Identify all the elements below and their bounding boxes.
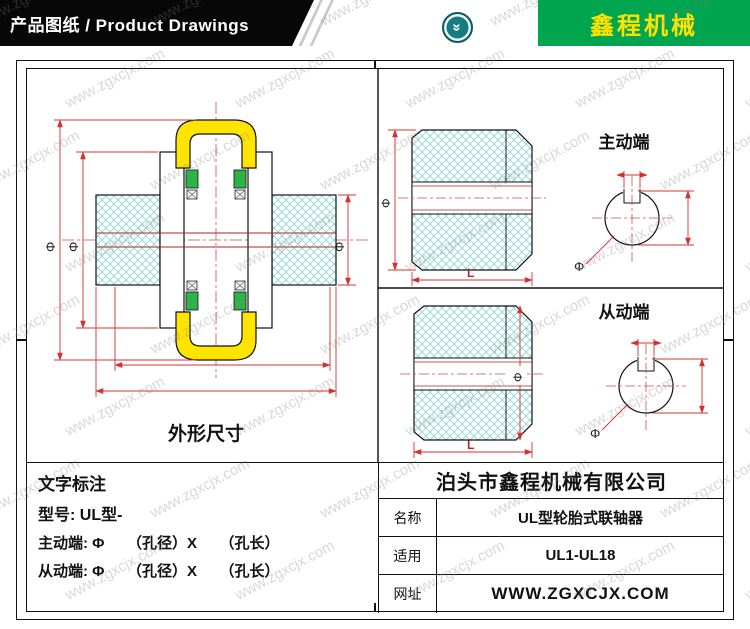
model-line: 型号: UL型- (38, 507, 123, 524)
banner-stripe (309, 0, 334, 46)
bolts (186, 189, 246, 291)
phi-label: Φ (43, 242, 58, 252)
notes-heading: 文字标注 (38, 475, 106, 494)
page-title: 产品图纸 / Product Drawings (10, 15, 250, 35)
title-block: 文字标注 型号: UL型- 主动端: Φ （孔径）X （孔长） 从动端: Φ （… (26, 462, 724, 613)
left-flange (159, 151, 185, 329)
row-label: 名称 (379, 499, 437, 536)
brand-block: 鑫程机械 (538, 0, 750, 46)
phi-label: Φ (574, 259, 584, 274)
shaft-dimensions (601, 339, 708, 431)
left-hub-section (95, 194, 161, 286)
watermark-text: www.zgxcjx.com (742, 373, 750, 440)
watermark-text: www.zgxcjx.com (742, 209, 750, 276)
phi-label: Φ (511, 372, 525, 382)
driven-end-view: 从动端 Φ L (400, 302, 708, 458)
chevron-down-icon: » (442, 12, 473, 43)
driving-dimensions (388, 129, 533, 286)
table-row: 适用 UL1-UL18 (379, 537, 724, 575)
website-url: WWW.ZGXCJX.COM (491, 584, 670, 603)
watermark-text: www.zgxcjx.com (742, 537, 750, 604)
company-table: 泊头市鑫程机械有限公司 名称 UL型轮胎式联轴器 适用 UL1-UL18 网址 … (378, 463, 724, 613)
product-name: UL型轮胎式联轴器 (518, 510, 643, 527)
header-bar: 产品图纸 / Product Drawings » 鑫程机械 (0, 0, 750, 46)
clamp-rings (185, 169, 247, 311)
right-hub-section (271, 194, 337, 286)
driving-bore-line: 主动端: Φ （孔径）X （孔长） (38, 535, 280, 552)
annotation-notes: 文字标注 型号: UL型- 主动端: Φ （孔径）X （孔长） 从动端: Φ （… (26, 463, 378, 613)
phi-label: Φ (379, 198, 393, 208)
row-label: 网址 (379, 575, 437, 613)
tire-bottom (175, 311, 257, 361)
shaft-end-view: Φ (590, 339, 708, 441)
title-banner: 产品图纸 / Product Drawings (0, 0, 314, 46)
row-label: 适用 (379, 537, 437, 574)
assembly-view: Φ Φ Φ 外形尺寸 (43, 102, 370, 445)
frame-tick (723, 339, 734, 341)
length-label: L (467, 438, 474, 452)
table-row: 网址 WWW.ZGXCJX.COM (379, 575, 724, 613)
model-range: UL1-UL18 (545, 547, 616, 564)
shaft-dimensions (585, 171, 694, 265)
watermark-text: www.zgxcjx.com (742, 45, 750, 112)
tire-top (175, 119, 257, 169)
phi-label: Φ (332, 242, 347, 252)
technical-drawing: Φ Φ Φ 外形尺寸 主动端 Φ L (43, 68, 724, 462)
company-name: 泊头市鑫程机械有限公司 (379, 463, 724, 499)
assembly-dimensions (54, 119, 356, 397)
brand-logo: 鑫程机械 (590, 12, 698, 40)
driven-end-label: 从动端 (599, 302, 650, 322)
frame-tick (374, 603, 376, 612)
driving-end-view: 主动端 Φ L (379, 129, 694, 286)
right-flange (247, 151, 273, 329)
shaft-end-view: Φ (574, 171, 694, 274)
frame-tick (374, 60, 376, 69)
table-row: 名称 UL型轮胎式联轴器 (379, 499, 724, 537)
driving-end-label: 主动端 (599, 132, 650, 152)
driven-bore-line: 从动端: Φ （孔径）X （孔长） (38, 563, 280, 580)
assembly-caption: 外形尺寸 (168, 422, 244, 445)
frame-tick (16, 339, 27, 341)
length-label: L (467, 266, 474, 280)
phi-label: Φ (66, 242, 81, 252)
phi-label: Φ (590, 426, 600, 441)
